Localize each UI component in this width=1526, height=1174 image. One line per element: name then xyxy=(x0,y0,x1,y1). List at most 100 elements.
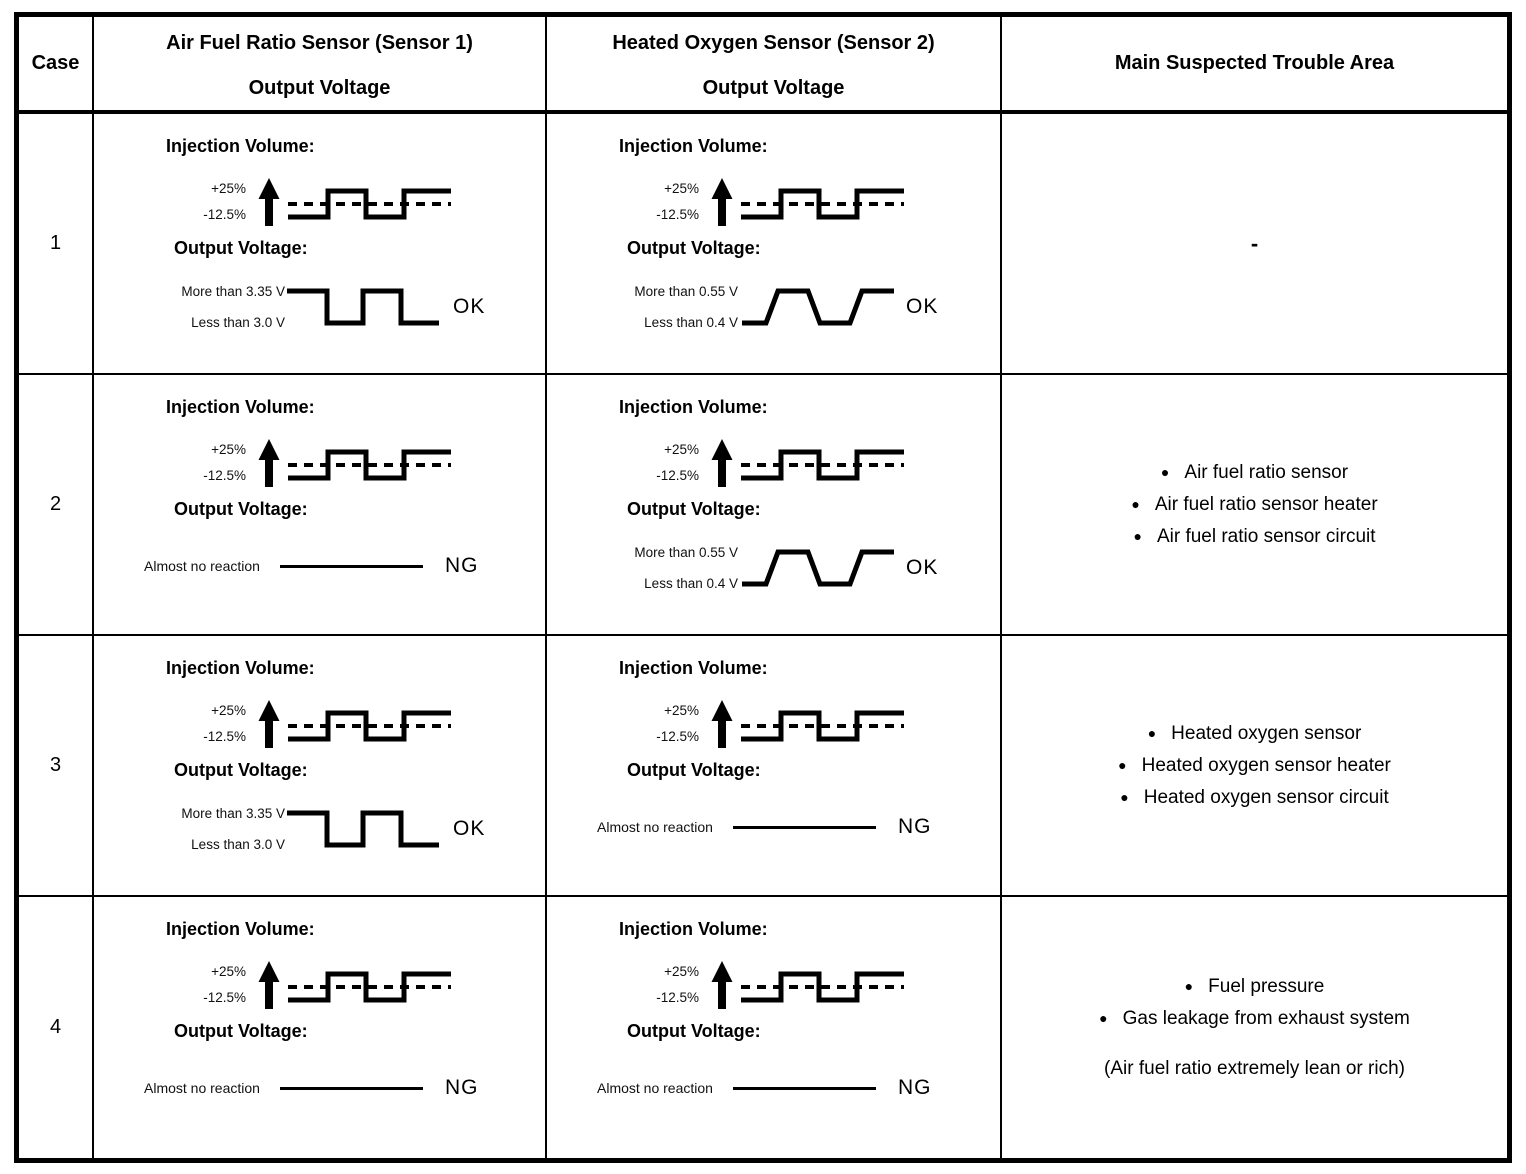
injection-waveform: +25% -12.5% xyxy=(641,437,907,493)
injection-waveform: +25% -12.5% xyxy=(188,959,454,1015)
sensor-diagnosis-table: Case Air Fuel Ratio Sensor (Sensor 1) Ou… xyxy=(14,12,1512,1163)
output-voltage-label: Output Voltage: xyxy=(174,760,308,780)
threshold-high-label: More than 3.35 V xyxy=(181,806,285,821)
minus-12-5-label: -12.5% xyxy=(656,468,699,483)
bullet-icon xyxy=(1133,526,1156,548)
header-af-sensor: Air Fuel Ratio Sensor (Sensor 1) Output … xyxy=(94,17,547,114)
output-voltage-label: Output Voltage: xyxy=(174,1021,308,1041)
trouble-item: Air fuel ratio sensor circuit xyxy=(1133,525,1376,548)
minus-12-5-label: -12.5% xyxy=(203,207,246,222)
flat-line-icon xyxy=(732,1086,876,1090)
case-4-o2-sensor-cell: Injection Volume: +25% -12.5% Output Vol… xyxy=(547,897,1002,1158)
flat-line-icon xyxy=(732,825,876,829)
threshold-labels: More than 0.55 V Less than 0.4 V xyxy=(622,545,740,591)
result-ng: NG xyxy=(444,1076,479,1099)
trouble-item-text: Air fuel ratio sensor circuit xyxy=(1156,525,1376,547)
injection-axis-labels: +25% -12.5% xyxy=(188,176,246,232)
no-trouble-dash: - xyxy=(1250,230,1259,256)
injection-axis-labels: +25% -12.5% xyxy=(641,698,699,754)
injection-axis-labels: +25% -12.5% xyxy=(188,437,246,493)
case-2-af-sensor-cell: Injection Volume: +25% -12.5% Output Vol… xyxy=(94,375,547,636)
result-ok: OK xyxy=(453,817,486,840)
threshold-labels: More than 3.35 V Less than 3.0 V xyxy=(169,806,287,852)
result-ng: NG xyxy=(444,554,479,577)
injection-axis-labels: +25% -12.5% xyxy=(641,176,699,232)
output-waveform-ok: More than 0.55 V Less than 0.4 V OK xyxy=(622,284,939,330)
no-reaction-label: Almost no reaction xyxy=(597,818,713,835)
square-wave-icon xyxy=(287,285,443,329)
trouble-item-text: Air fuel ratio sensor xyxy=(1184,461,1349,483)
injection-waveform: +25% -12.5% xyxy=(188,437,454,493)
case-3-number: 3 xyxy=(19,636,94,897)
case-1-number: 1 xyxy=(19,114,94,375)
bullet-icon xyxy=(1120,787,1143,809)
injection-volume-label: Injection Volume: xyxy=(619,397,768,417)
header-o2-line1: Heated Oxygen Sensor (Sensor 2) xyxy=(612,32,935,54)
bullet-icon xyxy=(1099,1008,1122,1030)
case-1-trouble-cell: - xyxy=(1002,114,1507,375)
header-case: Case xyxy=(19,17,94,114)
case-4-number: 4 xyxy=(19,897,94,1158)
bullet-icon xyxy=(1148,723,1171,745)
output-waveform-ok: More than 0.55 V Less than 0.4 V OK xyxy=(622,545,938,591)
trouble-item-text: Gas leakage from exhaust system xyxy=(1122,1007,1410,1029)
output-voltage-label: Output Voltage: xyxy=(627,1021,761,1041)
plus-25-label: +25% xyxy=(211,181,246,196)
no-reaction-label: Almost no reaction xyxy=(597,1079,713,1096)
threshold-high-label: More than 0.55 V xyxy=(634,545,738,560)
minus-12-5-label: -12.5% xyxy=(203,729,246,744)
up-arrow-square-wave-icon xyxy=(711,959,907,1015)
minus-12-5-label: -12.5% xyxy=(656,207,699,222)
injection-waveform: +25% -12.5% xyxy=(641,698,907,754)
injection-waveform: +25% -12.5% xyxy=(188,176,454,232)
no-reaction-label: Almost no reaction xyxy=(144,557,260,574)
bullet-icon xyxy=(1118,755,1141,777)
injection-waveform: +25% -12.5% xyxy=(641,176,907,232)
output-waveform-ok: More than 3.35 V Less than 3.0 V OK xyxy=(169,806,486,852)
trouble-item-text: Fuel pressure xyxy=(1208,975,1325,997)
trouble-item: Gas leakage from exhaust system xyxy=(1099,1008,1410,1030)
result-ok: OK xyxy=(906,295,939,318)
output-voltage-label: Output Voltage: xyxy=(174,238,308,258)
header-o2-sensor: Heated Oxygen Sensor (Sensor 2) Output V… xyxy=(547,17,1002,114)
injection-axis-labels: +25% -12.5% xyxy=(641,959,699,1015)
injection-volume-label: Injection Volume: xyxy=(619,658,768,678)
up-arrow-square-wave-icon xyxy=(258,959,454,1015)
threshold-high-label: More than 0.55 V xyxy=(634,284,738,299)
output-no-reaction: Almost no reaction NG xyxy=(597,812,931,842)
bullet-icon xyxy=(1161,462,1184,484)
up-arrow-square-wave-icon xyxy=(711,437,907,493)
output-voltage-label: Output Voltage: xyxy=(627,238,761,258)
threshold-labels: More than 3.35 V Less than 3.0 V xyxy=(169,284,287,330)
output-voltage-label: Output Voltage: xyxy=(627,499,761,519)
trouble-item: Fuel pressure xyxy=(1185,975,1325,998)
plus-25-label: +25% xyxy=(664,181,699,196)
flat-line-icon xyxy=(279,1086,423,1090)
case-3-o2-sensor-cell: Injection Volume: +25% -12.5% Output Vol… xyxy=(547,636,1002,897)
result-ok: OK xyxy=(453,295,486,318)
plus-25-label: +25% xyxy=(664,703,699,718)
output-waveform-ok: More than 3.35 V Less than 3.0 V OK xyxy=(169,284,486,330)
square-wave-icon xyxy=(287,807,443,851)
case-1-af-sensor-cell: Injection Volume: +25% -12.5% Output Vol… xyxy=(94,114,547,375)
case-4-af-sensor-cell: Injection Volume: +25% -12.5% Output Vol… xyxy=(94,897,547,1158)
case-2-number: 2 xyxy=(19,375,94,636)
injection-volume-label: Injection Volume: xyxy=(166,136,315,156)
plus-25-label: +25% xyxy=(211,964,246,979)
header-af-line2: Output Voltage xyxy=(248,77,391,99)
output-voltage-label: Output Voltage: xyxy=(174,499,308,519)
threshold-high-label: More than 3.35 V xyxy=(181,284,285,299)
result-ng: NG xyxy=(897,1076,932,1099)
output-no-reaction: Almost no reaction NG xyxy=(144,1073,478,1103)
injection-waveform: +25% -12.5% xyxy=(641,959,907,1015)
threshold-labels: More than 0.55 V Less than 0.4 V xyxy=(622,284,740,330)
trouble-item-text: Heated oxygen sensor circuit xyxy=(1143,786,1389,808)
trouble-item-text: Heated oxygen sensor xyxy=(1171,722,1362,744)
injection-volume-label: Injection Volume: xyxy=(166,397,315,417)
trouble-item: Air fuel ratio sensor heater xyxy=(1131,494,1378,516)
bullet-icon xyxy=(1131,494,1154,516)
trouble-item: Heated oxygen sensor xyxy=(1148,722,1362,745)
up-arrow-square-wave-icon xyxy=(258,437,454,493)
bullet-icon xyxy=(1185,976,1208,998)
